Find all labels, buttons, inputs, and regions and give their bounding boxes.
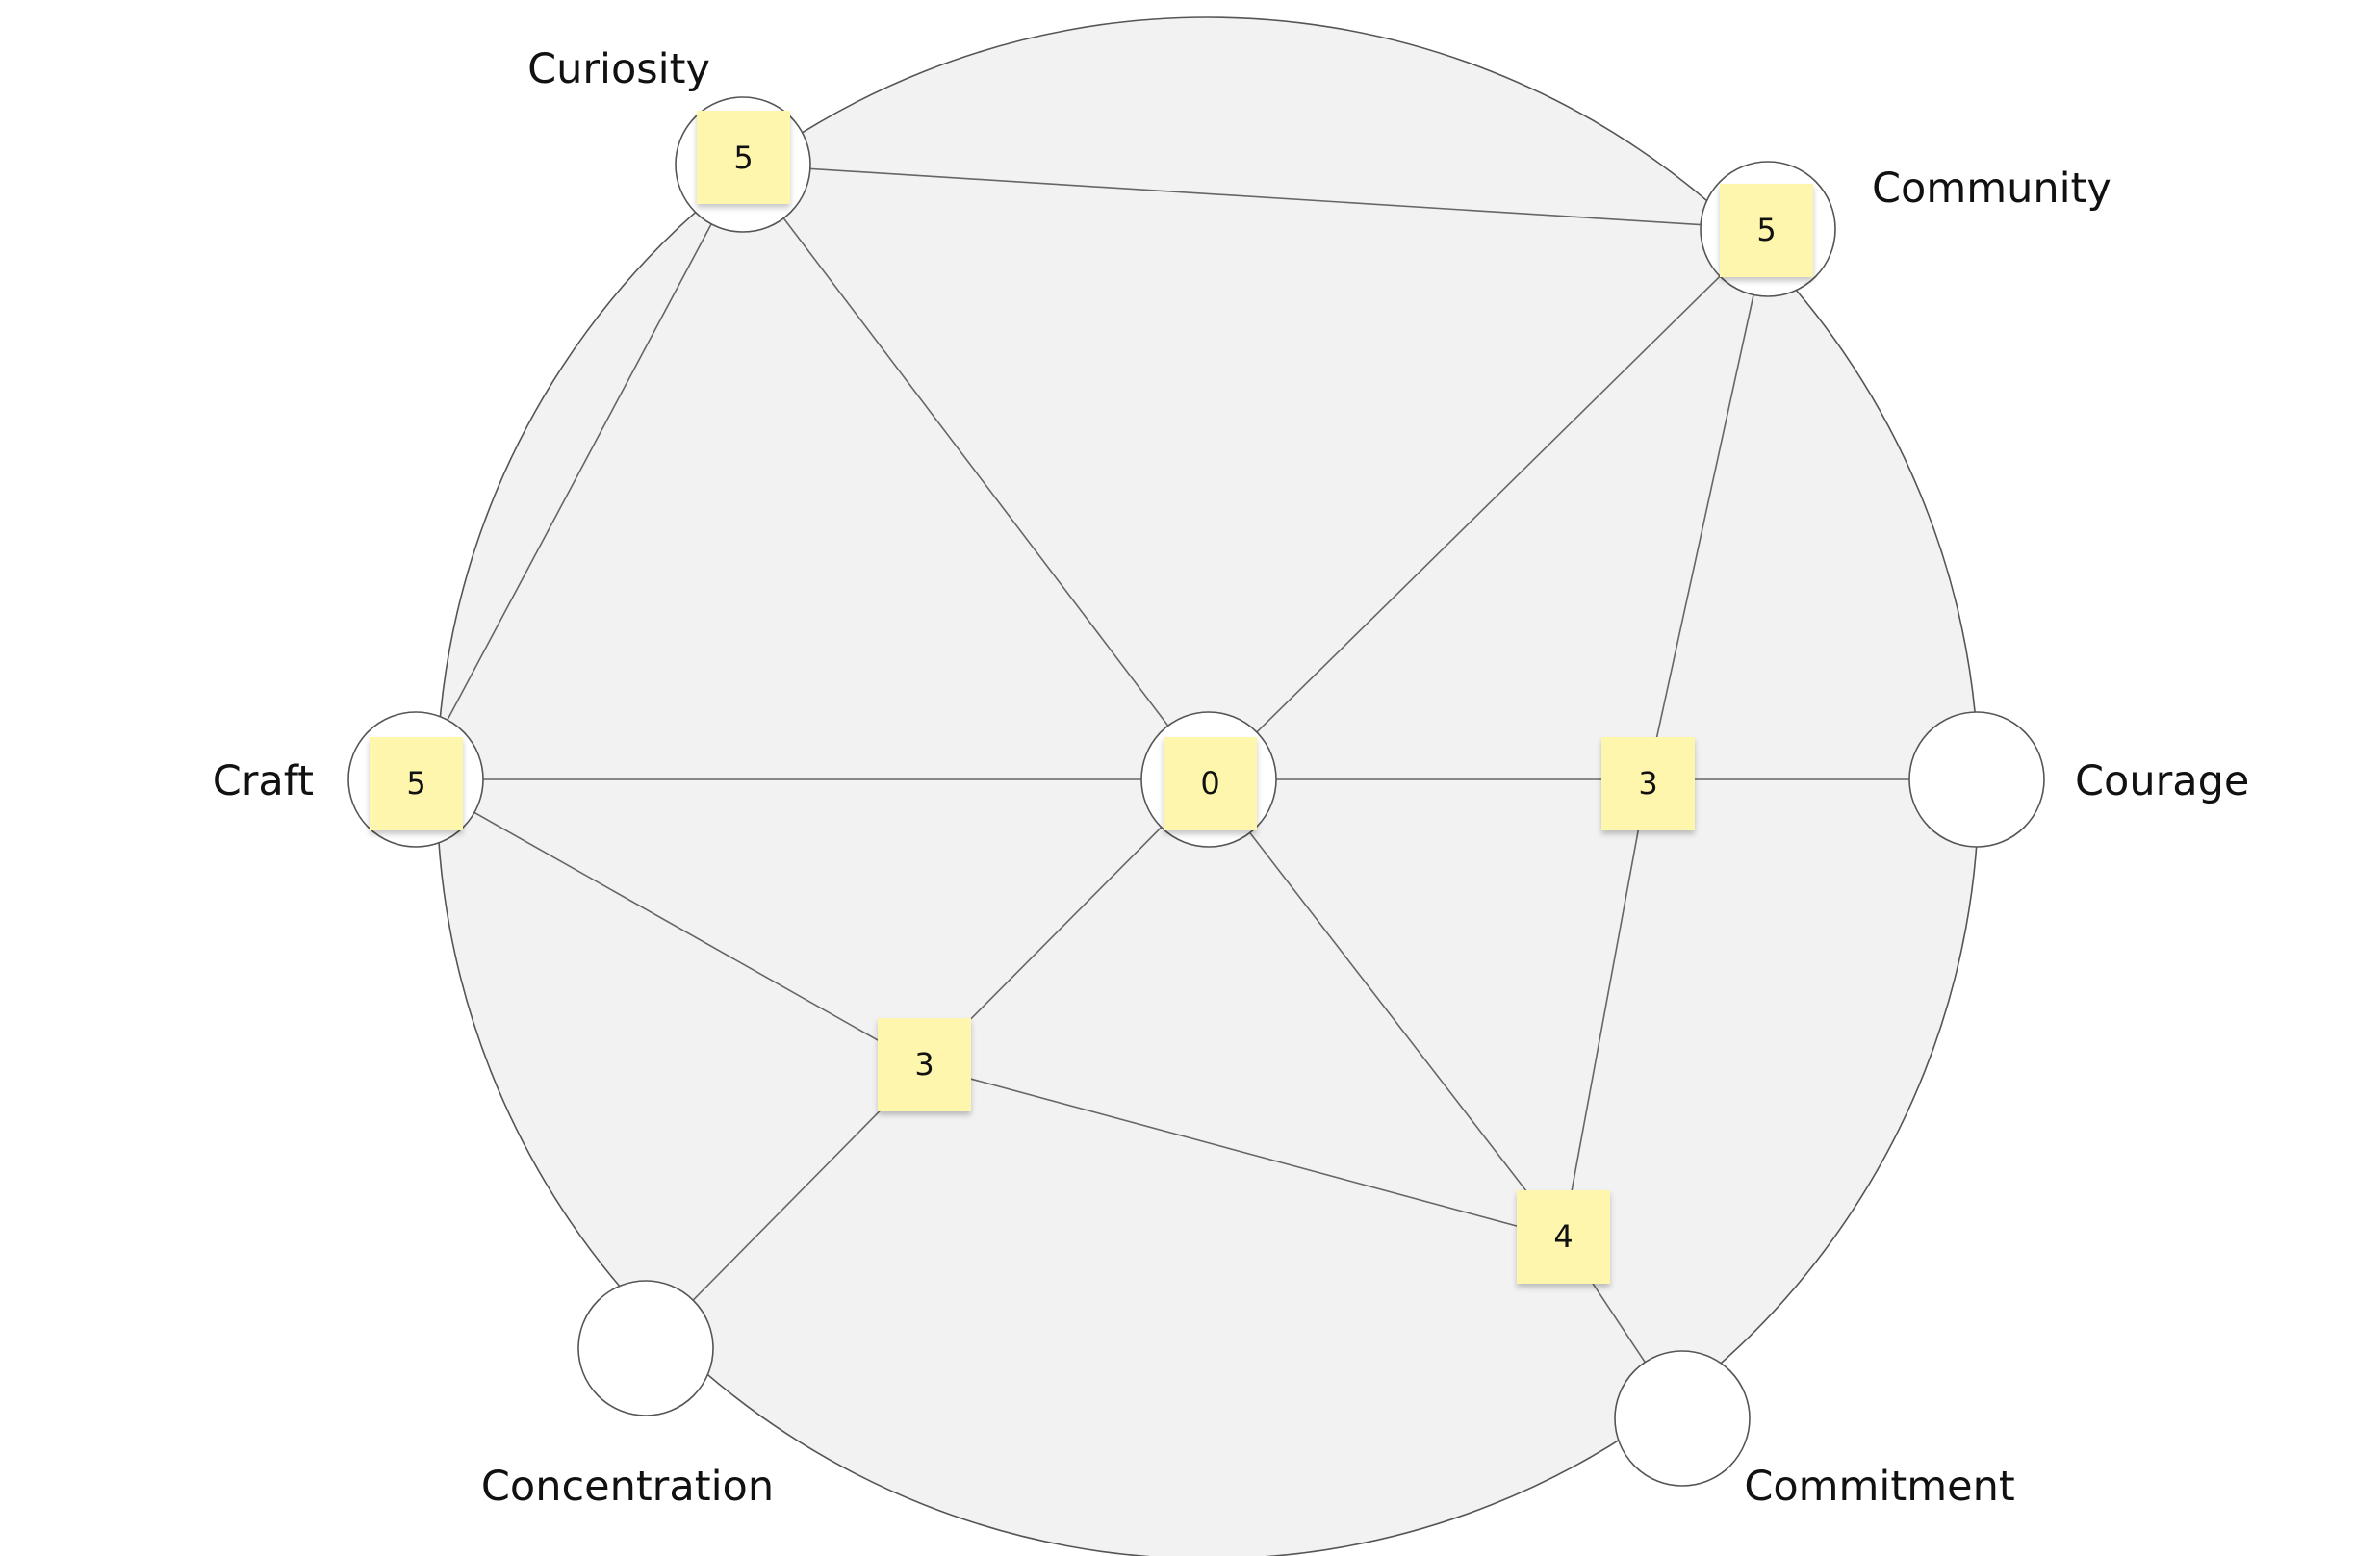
- label-commitment: Commitment: [1744, 1463, 2014, 1511]
- edge-center-mid-bottom: [1208, 778, 1564, 1239]
- sticky-score-mid-left: 3: [914, 1046, 934, 1083]
- edge-community-mid-right: [1647, 228, 1769, 780]
- sticky-notes: 5 5 5 0 3 3 4: [370, 111, 1813, 1284]
- sticky-note-curiosity[interactable]: 5: [697, 111, 790, 204]
- sticky-score-craft: 5: [406, 765, 425, 802]
- sticky-score-mid-right: 3: [1638, 765, 1657, 802]
- node-concentration[interactable]: [577, 1280, 714, 1416]
- sticky-note-community[interactable]: 5: [1720, 184, 1813, 277]
- label-craft: Craft: [213, 757, 314, 805]
- sticky-note-mid-bottom[interactable]: 4: [1517, 1190, 1610, 1284]
- sticky-score-curiosity: 5: [733, 140, 753, 176]
- sticky-note-center[interactable]: 0: [1164, 737, 1257, 830]
- label-courage: Courage: [2075, 757, 2249, 805]
- sticky-score-mid-bottom: 4: [1553, 1218, 1573, 1255]
- edge-community-center: [1208, 228, 1769, 780]
- sticky-note-craft[interactable]: 5: [370, 737, 463, 830]
- edge-curiosity-craft: [415, 164, 744, 780]
- sticky-note-mid-left[interactable]: 3: [878, 1018, 971, 1111]
- edge-mid-right-mid-bottom: [1562, 778, 1649, 1239]
- label-community: Community: [1872, 165, 2111, 213]
- edge-craft-mid-left: [415, 778, 925, 1067]
- sticky-score-community: 5: [1756, 212, 1776, 248]
- node-labels: Curiosity Community Craft Courage Concen…: [213, 45, 2250, 1511]
- node-commitment[interactable]: [1614, 1350, 1751, 1487]
- label-concentration: Concentration: [481, 1463, 774, 1511]
- sticky-note-mid-right[interactable]: 3: [1601, 737, 1695, 830]
- edge-curiosity-community: [742, 164, 1769, 230]
- edge-curiosity-center: [742, 164, 1210, 780]
- edge-mid-left-mid-bottom: [923, 1065, 1564, 1239]
- label-curiosity: Curiosity: [527, 45, 710, 93]
- sticky-score-center: 0: [1200, 765, 1219, 802]
- node-courage[interactable]: [1908, 711, 2045, 848]
